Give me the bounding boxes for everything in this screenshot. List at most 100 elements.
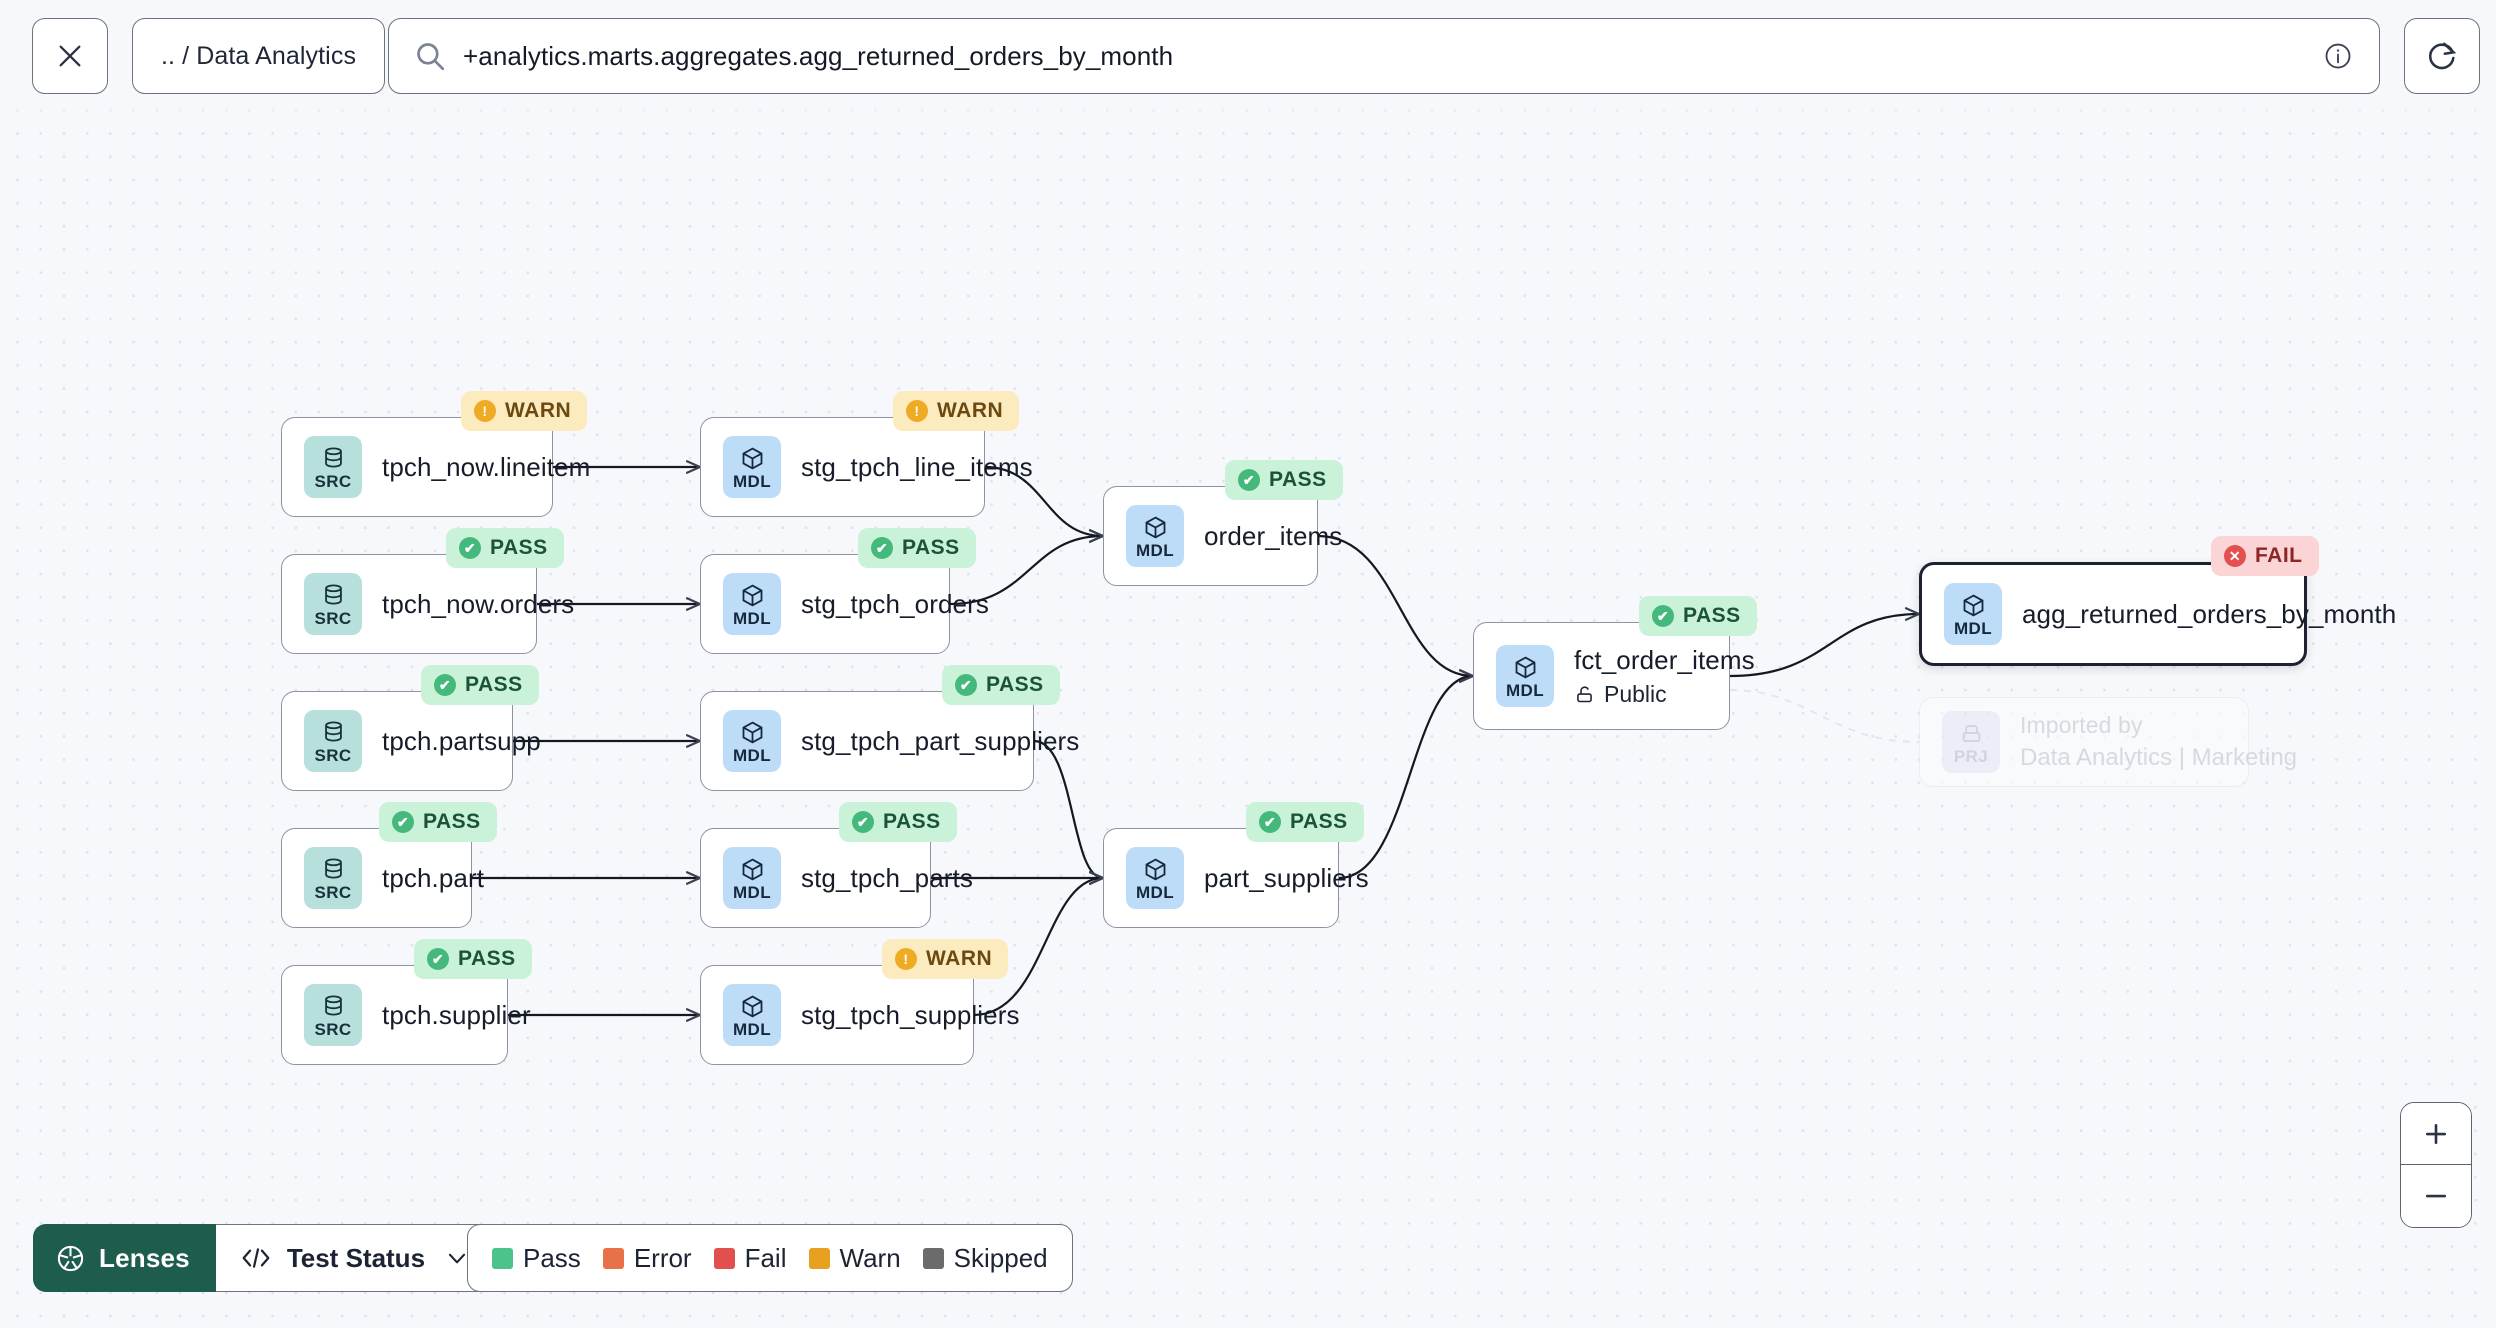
cube-icon [742,721,762,743]
error-icon: ✕ [2224,545,2246,567]
node-title: tpch.partsupp [382,725,541,756]
plus-icon [2425,1123,2447,1144]
lineage-node-order_items[interactable]: MDL order_items [1103,486,1342,586]
node-title: tpch_now.lineitem [382,451,591,482]
status-badge-warn[interactable]: ! WARN [461,391,588,431]
legend-item-warn[interactable]: Warn [808,1243,901,1274]
legend-item-fail[interactable]: Fail [713,1243,787,1274]
status-badge-pass[interactable]: ✔PASS [1246,802,1364,842]
status-badge-pass[interactable]: ✔PASS [446,528,564,568]
lineage-node-tpch_part[interactable]: SRC tpch.part [281,828,485,928]
node-kind-label: SRC [314,608,352,628]
node-body: agg_returned_orders_by_month [2022,598,2397,630]
check-icon: ✔ [1238,469,1260,491]
status-badge-warn[interactable]: !WARN [893,391,1020,431]
database-icon [324,857,342,879]
node-kind-label: MDL [1135,882,1175,902]
lineage-node-stg_tpch_part_suppliers[interactable]: MDL stg_tpch_part_suppliers [700,691,1080,791]
lineage-node-tpch_partsupp[interactable]: SRC tpch.partsupp [281,691,541,791]
node-kind-label: MDL [732,745,772,765]
warning-icon: ! [474,400,496,422]
status-legend: Pass Error Fail Warn Skipped [467,1224,1073,1292]
status-badge-label: PASS [458,947,516,970]
node-title: tpch.supplier [382,999,531,1030]
node-subtitle-text: Public [1604,680,1667,707]
check-icon: ✔ [434,674,456,696]
lineage-node-stg_tpch_line_items[interactable]: MDL stg_tpch_line_items [700,417,1033,517]
node-body: part_suppliers [1204,863,1369,894]
legend-label: Pass [523,1242,581,1273]
cube-icon [1145,858,1165,880]
lineage-node-part_suppliers[interactable]: MDL part_suppliers [1103,828,1369,928]
node-title: stg_tpch_part_suppliers [801,725,1080,756]
status-badge-pass[interactable]: ✔PASS [858,528,976,568]
node-title: tpch.part [382,862,485,893]
unlock-icon [1577,685,1592,702]
node-kind-badge-src: SRC [304,984,362,1046]
legend-item-error[interactable]: Error [602,1243,692,1274]
refresh-icon [2429,42,2457,70]
node-body: tpch.supplier [382,999,531,1031]
status-badge-pass[interactable]: ✔PASS [379,802,497,842]
status-badge-pass[interactable]: ✔PASS [1639,596,1757,636]
warning-icon: ! [895,948,917,970]
search-input[interactable]: +analytics.marts.aggregates.agg_returned… [388,18,2380,94]
node-kind-label: MDL [1505,680,1545,700]
node-title: stg_tpch_line_items [801,451,1033,482]
status-badge-label: PASS [883,810,941,833]
status-badge-pass[interactable]: ✔PASS [942,665,1060,705]
info-icon[interactable] [2323,41,2353,71]
status-badge-warn[interactable]: !WARN [882,939,1009,979]
zoom-in-button[interactable] [2401,1103,2471,1165]
status-badge-label: FAIL [2255,544,2303,567]
test-status-dropdown[interactable]: Test Status [215,1224,494,1292]
status-badge-fail[interactable]: ✕ FAIL [2211,536,2319,576]
node-kind-badge-mdl: MDL [723,847,781,909]
node-body: order_items [1204,521,1342,552]
node-kind-badge-mdl: MDL [723,436,781,498]
check-icon: ✔ [955,674,977,696]
close-button[interactable] [32,18,108,94]
node-body: stg_tpch_part_suppliers [801,725,1080,757]
node-kind-label: SRC [314,882,352,902]
status-badge-pass[interactable]: ✔PASS [421,665,539,705]
cube-icon [742,584,762,606]
status-badge-label: PASS [490,536,548,559]
node-kind-label: SRC [314,745,352,765]
legend-swatch-skipped [922,1247,944,1269]
cube-icon [1963,594,1983,616]
refresh-button[interactable] [2404,18,2480,94]
legend-swatch-fail [713,1247,735,1269]
chevron-down-icon [448,1253,466,1264]
legend-swatch-warn [808,1247,830,1269]
node-title: stg_tpch_suppliers [801,999,1020,1030]
zoom-controls [2400,1102,2472,1228]
status-badge-pass[interactable]: ✔ PASS [839,802,957,842]
search-query-text: +analytics.marts.aggregates.agg_returned… [463,40,1174,71]
database-icon [324,994,342,1016]
status-badge-label: WARN [505,399,572,422]
node-title: agg_returned_orders_by_month [2022,598,2397,629]
check-icon: ✔ [1652,605,1674,627]
status-badge-pass[interactable]: ✔PASS [414,939,532,979]
node-title: stg_tpch_orders [801,588,989,619]
database-icon [324,446,342,468]
breadcrumb[interactable]: .. / Data Analytics [132,18,386,94]
zoom-out-button[interactable] [2401,1165,2471,1227]
node-kind-label: MDL [1135,540,1175,560]
legend-item-skipped[interactable]: Skipped [922,1243,1048,1274]
status-badge-pass[interactable]: ✔PASS [1225,460,1343,500]
lineage-node-tpch_supplier[interactable]: SRC tpch.supplier [281,965,531,1065]
check-icon: ✔ [852,811,874,833]
legend-item-pass[interactable]: Pass [492,1243,581,1274]
lenses-button[interactable]: Lenses [33,1224,216,1292]
